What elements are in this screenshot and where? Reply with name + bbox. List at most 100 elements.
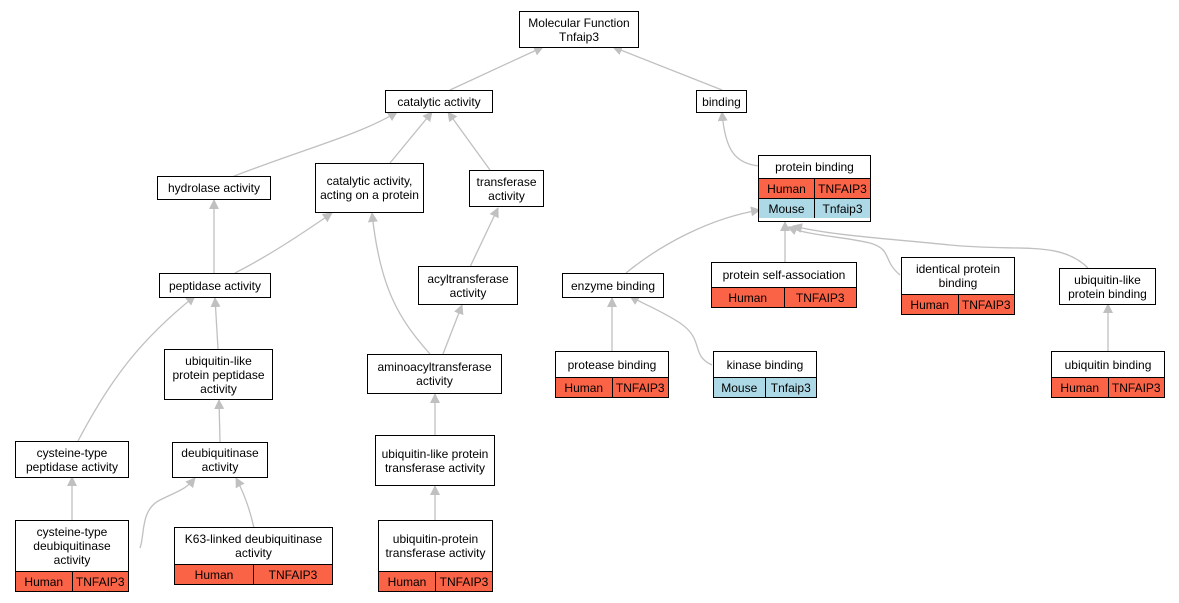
edge-protein-binding-to-binding xyxy=(717,111,761,167)
node-cysteine-type-peptidase[interactable]: cysteine-type peptidase activity xyxy=(15,441,129,478)
node-protease-binding[interactable]: protease binding Human TNFAIP3 xyxy=(555,351,669,398)
gene-symbol: Tnfaip3 xyxy=(764,378,816,397)
node-cysteine-type-deubiquitinase[interactable]: cysteine-type deubiquitinase activity Hu… xyxy=(15,520,129,592)
root-title: Molecular Function xyxy=(528,15,630,30)
node-protein-self-association[interactable]: protein self-association Human TNFAIP3 xyxy=(711,262,857,308)
edge-hydrolase-to-catalytic xyxy=(231,111,398,178)
node-label: kinase binding xyxy=(726,357,804,372)
edge-catalytic-protein-to-catalytic xyxy=(389,111,433,164)
node-label: K63-linked deubiquitinase activity xyxy=(184,532,323,560)
edge-k63-to-deubiquitinase xyxy=(235,477,255,529)
gene-symbol: Tnfaip3 xyxy=(814,199,870,218)
edge-peptidase-to-catalytic-protein xyxy=(234,212,333,274)
edge-binding-to-root xyxy=(612,45,723,91)
node-deubiquitinase-activity[interactable]: deubiquitinase activity xyxy=(172,442,268,478)
annotation-row-mouse: Mouse Tnfaip3 xyxy=(714,377,816,397)
node-ubiquitin-binding[interactable]: ubiquitin binding Human TNFAIP3 xyxy=(1051,351,1165,398)
species-human: Human xyxy=(712,288,784,307)
node-label: protein self-association xyxy=(722,268,846,282)
species-mouse: Mouse xyxy=(759,199,814,218)
node-label: deubiquitinase activity xyxy=(181,446,259,474)
species-human: Human xyxy=(1052,378,1108,397)
edge-ubl-peptidase-to-peptidase xyxy=(210,297,221,350)
node-protein-binding[interactable]: protein binding Human TNFAIP3 Mouse Tnfa… xyxy=(758,155,871,222)
species-human: Human xyxy=(16,572,72,591)
node-label: protein binding xyxy=(775,160,854,174)
node-catalytic-activity[interactable]: catalytic activity xyxy=(385,90,493,113)
root-gene: Tnfaip3 xyxy=(558,29,600,44)
annotation-row-human: Human TNFAIP3 xyxy=(379,571,492,591)
node-label: ubiquitin-like protein peptidase activit… xyxy=(172,353,265,396)
node-label: binding xyxy=(702,94,741,109)
annotation-row-human: Human TNFAIP3 xyxy=(759,178,870,198)
annotation-row-human: Human TNFAIP3 xyxy=(1052,377,1164,397)
annotation-row-human: Human TNFAIP3 xyxy=(175,564,332,584)
node-ubiquitin-like-protein-peptidase[interactable]: ubiquitin-like protein peptidase activit… xyxy=(164,349,273,400)
species-human: Human xyxy=(902,295,958,314)
node-label: catalytic activity, acting on a protein xyxy=(320,174,419,202)
edge-ubl-binding-to-protein-binding xyxy=(792,223,1089,269)
edge-enzyme-binding-to-protein-binding xyxy=(625,206,761,274)
node-label: ubiquitin-protein transferase activity xyxy=(385,532,486,560)
gene-symbol: TNFAIP3 xyxy=(253,565,332,584)
gene-symbol: TNFAIP3 xyxy=(783,288,856,307)
gene-symbol: TNFAIP3 xyxy=(435,572,492,591)
edge-catalytic-to-root xyxy=(449,46,544,91)
node-label: catalytic activity xyxy=(397,94,481,109)
node-identical-protein-binding[interactable]: identical protein binding Human TNFAIP3 xyxy=(901,257,1015,315)
species-mouse: Mouse xyxy=(714,378,765,397)
species-human: Human xyxy=(759,179,814,198)
gene-symbol: TNFAIP3 xyxy=(814,179,870,198)
node-binding[interactable]: binding xyxy=(696,90,747,113)
node-kinase-binding[interactable]: kinase binding Mouse Tnfaip3 xyxy=(713,351,817,398)
node-label: cysteine-type deubiquitinase activity xyxy=(33,525,111,567)
edge-transferase-to-catalytic xyxy=(447,111,491,171)
edge-cys-deub-to-deubiquitinase xyxy=(139,477,196,549)
node-label: ubiquitin binding xyxy=(1064,357,1152,372)
node-hydrolase-activity[interactable]: hydrolase activity xyxy=(157,176,271,200)
node-transferase-activity[interactable]: transferase activity xyxy=(469,170,544,207)
gene-symbol: TNFAIP3 xyxy=(957,295,1014,314)
node-label: ubiquitin-like protein transferase activ… xyxy=(381,446,489,475)
node-label: hydrolase activity xyxy=(167,181,261,195)
node-peptidase-activity[interactable]: peptidase activity xyxy=(159,273,271,298)
node-label: acyltransferase activity xyxy=(427,271,509,300)
annotation-row-human: Human TNFAIP3 xyxy=(556,377,668,397)
node-catalytic-activity-protein[interactable]: catalytic activity, acting on a protein xyxy=(315,163,424,213)
edge-aminoacyl-to-acyltransferase xyxy=(442,304,464,355)
species-human: Human xyxy=(175,565,253,584)
node-k63-linked-deubiquitinase[interactable]: K63-linked deubiquitinase activity Human… xyxy=(174,527,333,585)
annotation-row-human: Human TNFAIP3 xyxy=(16,571,128,591)
node-label: identical protein binding xyxy=(915,262,1001,290)
node-aminoacyltransferase-activity[interactable]: aminoacyltransferase activity xyxy=(367,354,502,394)
node-label: protease binding xyxy=(567,357,657,372)
node-label: peptidase activity xyxy=(168,278,262,293)
node-label: enzyme binding xyxy=(570,278,656,293)
gene-symbol: TNFAIP3 xyxy=(1107,378,1164,397)
edge-aminoacyl-to-catalytic-protein xyxy=(367,212,431,355)
edge-deubiquitinase-to-ubl-peptidase xyxy=(214,399,225,443)
annotation-row-human: Human TNFAIP3 xyxy=(902,294,1014,314)
edge-identical-to-protein-binding xyxy=(787,225,901,276)
node-root[interactable]: Molecular Function Tnfaip3 xyxy=(519,11,639,48)
node-ubiquitin-like-protein-binding[interactable]: ubiquitin-like protein binding xyxy=(1059,268,1156,305)
species-human: Human xyxy=(556,378,612,397)
node-label: aminoacyltransferase activity xyxy=(377,360,492,388)
node-enzyme-binding[interactable]: enzyme binding xyxy=(562,273,664,298)
gene-symbol: TNFAIP3 xyxy=(611,378,668,397)
annotation-row-mouse: Mouse Tnfaip3 xyxy=(759,198,870,218)
node-label: ubiquitin-like protein binding xyxy=(1068,272,1147,301)
annotation-row-human: Human TNFAIP3 xyxy=(712,287,856,307)
edge-acyltransferase-to-transferase xyxy=(469,207,499,268)
node-ubiquitin-protein-transferase[interactable]: ubiquitin-protein transferase activity H… xyxy=(378,520,493,592)
node-acyltransferase-activity[interactable]: acyltransferase activity xyxy=(418,266,518,305)
gene-symbol: TNFAIP3 xyxy=(71,572,128,591)
edge-cys-peptidase-to-peptidase xyxy=(77,295,196,442)
species-human: Human xyxy=(379,572,435,591)
node-label: transferase activity xyxy=(476,174,537,203)
node-label: cysteine-type peptidase activity xyxy=(25,445,119,474)
node-ubiquitin-like-protein-transferase[interactable]: ubiquitin-like protein transferase activ… xyxy=(375,435,495,486)
edge-kinase-binding-to-enzyme xyxy=(629,295,713,366)
